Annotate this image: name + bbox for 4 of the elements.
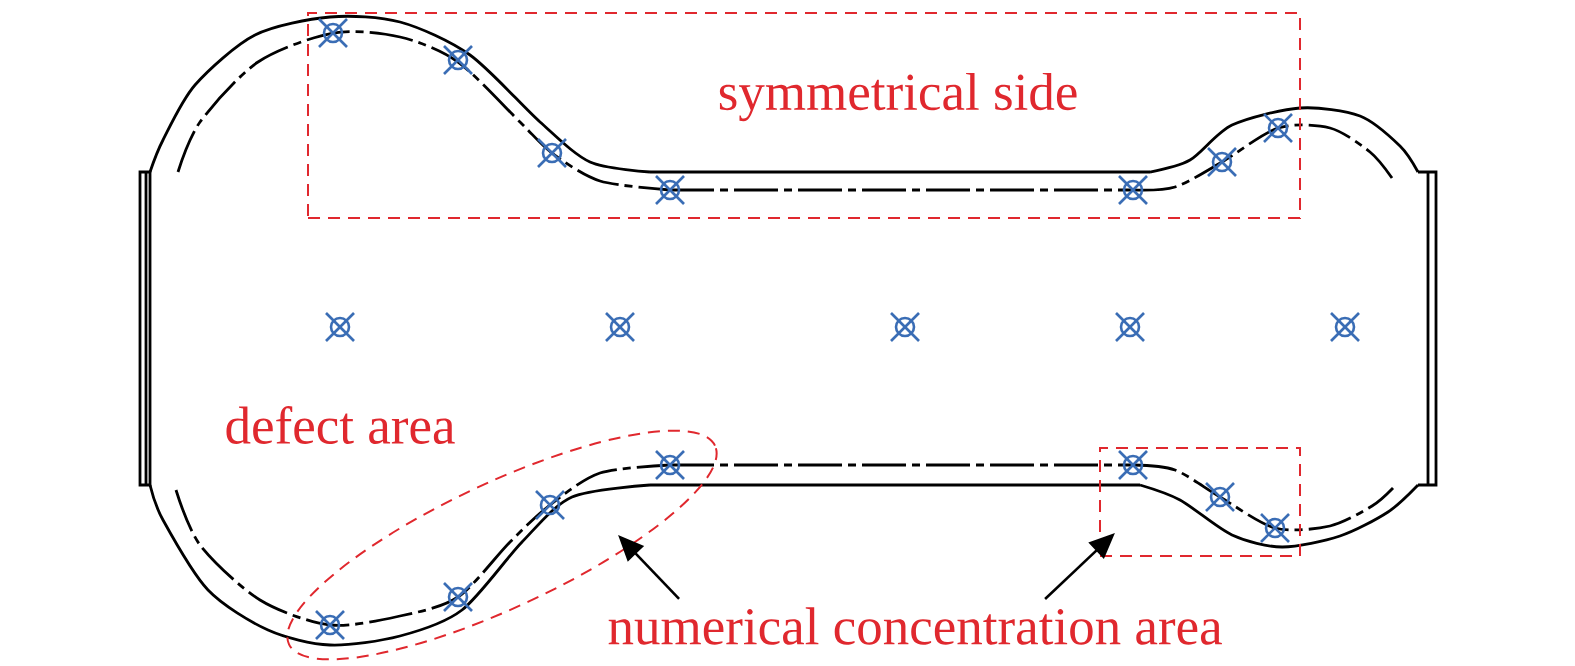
region-label: defect area <box>226 406 455 444</box>
region-label: symmetrical side <box>719 72 1077 122</box>
dashed-region <box>1099 447 1301 557</box>
annotation-text: numerical concentration area <box>608 607 1222 645</box>
